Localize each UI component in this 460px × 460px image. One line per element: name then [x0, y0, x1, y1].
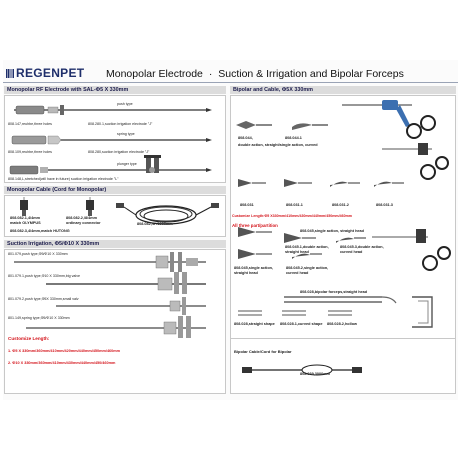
cable-connector-ordinary	[86, 197, 94, 216]
caption-forceps-curved: 808.028.1,curved shape	[280, 322, 323, 326]
cable-drawings	[20, 197, 219, 225]
caption-808-031: 808.031	[240, 203, 254, 207]
bipolar-drawings	[236, 100, 451, 376]
caption-jaw-808-045: 808.045,single action, straight head	[300, 229, 364, 233]
caption-808-109: 808.109,reuhbe,three holes	[8, 150, 52, 154]
bipolar-tip-808-044-1	[292, 123, 328, 130]
title-separator: ·	[208, 68, 213, 80]
bipolar-forceps-clip	[412, 296, 433, 328]
caption-forceps-hollow: 808.028.2,hollow	[327, 322, 357, 326]
section-bipolar-title: Bipolar and Cable, Φ5X 330mm	[230, 86, 456, 94]
cable-title-text: Monopolar Cable (Cord for Monopolar)	[7, 187, 107, 193]
jaw-tips	[238, 227, 366, 259]
caption-808-031-2: 808.031.2	[332, 203, 349, 207]
bipolar-tip-808-044	[236, 121, 272, 129]
caption-jaw-808-045-single: 808.045,single action, straight head	[234, 266, 274, 275]
caption-801-079-1: 801.079.1,push type,Φ10 X 330mm,big valv…	[8, 274, 80, 278]
logo-mark-icon	[6, 69, 15, 78]
suction-drawings	[14, 252, 206, 338]
caption-808-031-3: 808.031.3	[376, 203, 393, 207]
caption-forceps-straight: 808.028,straight shape	[234, 322, 275, 326]
cable-connector-olympus	[20, 197, 28, 216]
electrode-title-text: Monopolar RF Electrode with SAL-Φ5 X 330…	[7, 87, 129, 93]
header-divider	[3, 82, 458, 83]
brand-logo: REGENPET	[6, 66, 84, 80]
bipolar-cable-divider	[230, 338, 456, 339]
title-suction-bipolar: Suction & Irrigation and Bipolar Forceps	[218, 68, 404, 80]
bipolar-part-label: All three part/partition	[232, 223, 278, 228]
caption-808-082-2: 808.082.2,/8/4mm ordinary connector	[66, 216, 101, 225]
suction-custom-length-title: Customize Length:	[8, 336, 50, 341]
caption-808-082: 808.082,/8*/3000mm	[137, 222, 173, 226]
caption-808-148: 808.148,L,stretched(will have in future)…	[8, 177, 119, 181]
caption-spring-type: spring type	[117, 132, 135, 136]
section-suction-title: Suction Irrigation, Φ5/Φ10 X 330mm	[4, 240, 226, 248]
caption-801-079: 801.079,push type,Φ5/Φ10 X 330mm	[8, 252, 68, 256]
caption-808-280-1: 808.280.1,suction irrigation electrode "…	[88, 122, 153, 126]
bipolar-handle-blue	[342, 100, 436, 139]
suction-801-149	[26, 316, 206, 338]
suction-title-text: Suction Irrigation, Φ5/Φ10 X 330mm	[7, 241, 100, 247]
caption-plunger-type: plunger type	[117, 162, 137, 166]
suction-801-079-1	[46, 272, 206, 294]
page-title: Monopolar Electrode · Suction & Irrigati…	[106, 68, 404, 80]
caption-jaw-808-045-1: 808.045.1,double action, straight head	[285, 245, 329, 254]
caption-808-082-3: 808.082.3,4/4mm,match HUTONG	[10, 229, 70, 233]
bipolar-cable-title: Bipolar Cable/Cord for Bipolar	[234, 349, 292, 354]
section-cable-title: Monopolar Cable (Cord for Monopolar)	[4, 186, 226, 194]
electrode-valve-handles	[144, 155, 161, 173]
bipolar-cable	[242, 364, 362, 376]
caption-808-147: 808.147,reuhbe,three holes	[8, 122, 52, 126]
electrode-spring-instrument	[11, 135, 212, 145]
caption-808-044-1: 808.044.1	[285, 136, 302, 140]
caption-forceps-808-028: 808.028,bipolar forceps,straight head	[300, 290, 368, 294]
caption-801-149: 801.149,spring type,Φ5/Φ10 X 330mm	[8, 316, 70, 320]
caption-bipolar-actions: double action, straight/single action, c…	[238, 143, 318, 147]
caption-jaw-808-045-2: 808.045.2,single action, curved head	[286, 266, 329, 275]
brand-name: REGENPET	[16, 66, 85, 80]
title-monopolar: Monopolar Electrode	[106, 68, 203, 80]
caption-push-type: push type	[117, 102, 133, 106]
electrode-push-instrument	[14, 105, 212, 115]
caption-808-044: 808.044,	[238, 136, 253, 140]
caption-801-079-2: 801.079.2,push type,Φ5X 330mm,small valv	[8, 297, 79, 301]
bipolar-tips-808-031	[238, 179, 404, 187]
bipolar-forceps-straight	[284, 296, 397, 304]
suction-801-079	[14, 252, 206, 272]
bipolar-handle-dark	[382, 143, 449, 180]
suction-custom-length-2: 2. Φ10 X 330mm/360mm/410mm/430mm/440mm/4…	[8, 361, 116, 365]
caption-808-280: 808.280,suction irrigation electrode "J"	[88, 150, 150, 154]
suction-801-079-2	[56, 297, 206, 315]
electrode-drawings	[9, 105, 212, 175]
caption-jaw-808-045-3: 808.045.3,double action, curved head	[340, 245, 384, 254]
suction-custom-length-1: 1. Φ5 X 330mm/360mm/410mm/420mm/440mm/45…	[8, 349, 121, 353]
panel-suction	[4, 249, 226, 394]
section-electrode-title: Monopolar RF Electrode with SAL-Φ5 X 330…	[4, 86, 226, 94]
caption-808-031-1: 808.031.1	[286, 203, 303, 207]
bipolar-forceps-variants	[238, 310, 352, 316]
panel-cable	[4, 195, 226, 237]
cable-coil	[116, 203, 219, 225]
electrode-plunger-instrument	[9, 165, 212, 175]
caption-808-039: 808.039,3000mm	[300, 372, 330, 376]
jaw-handle	[372, 229, 451, 271]
bipolar-custom-length: Customize Length:Φ5 X330mm/410mm/430mm/4…	[232, 214, 352, 218]
bipolar-title-text: Bipolar and Cable, Φ5X 330mm	[233, 87, 313, 93]
caption-808-082-1: 808.082.1,4/4mm match OLYMPUS	[10, 216, 41, 225]
